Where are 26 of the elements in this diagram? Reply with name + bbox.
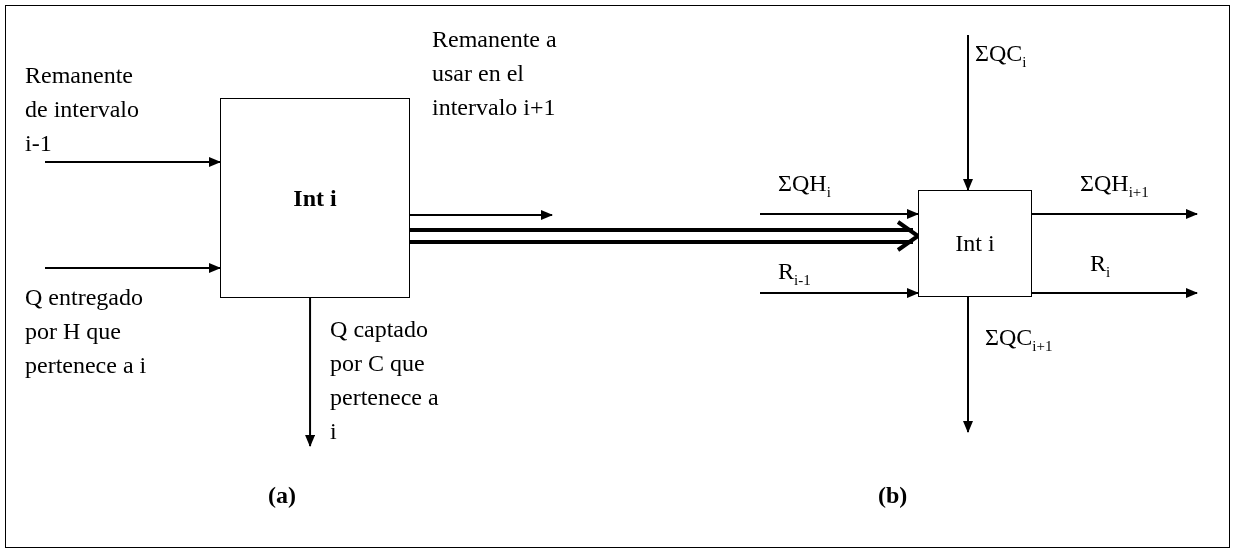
edge-label: Remanente a usar en el intervalo i+1	[432, 25, 558, 122]
edge-label: ΣQC$_{i+1}$	[985, 323, 1054, 354]
panel-label: (a)	[268, 481, 296, 510]
edge-label: Q entregado por H que pertenece a i	[25, 283, 148, 380]
arrow	[1031, 288, 1198, 299]
arrow	[759, 208, 919, 219]
panel-label: (b)	[878, 481, 908, 510]
box-title: Int i	[293, 184, 337, 212]
arrow	[759, 288, 919, 299]
arrow	[305, 297, 316, 447]
edge-label: Remanente de intervalo i-1	[25, 61, 140, 158]
arrow	[963, 34, 973, 191]
edge-label: Q captado por C que pertenece a i	[330, 315, 440, 446]
arrow	[1031, 208, 1198, 219]
arrow	[409, 210, 553, 220]
box-title: Int i	[955, 230, 995, 257]
edge-label: ΣQH$_{i+1}$	[1080, 168, 1150, 200]
process-box	[220, 98, 410, 298]
arrow	[44, 263, 221, 273]
edge-label: ΣQC$_{i}$	[975, 39, 1028, 70]
edge-label: R$_{i-1}$	[778, 257, 812, 289]
edge-label: R$_{i}$	[1090, 249, 1112, 281]
process-box	[918, 190, 1032, 297]
arrow	[44, 157, 221, 167]
arrow	[963, 296, 973, 433]
edge-label: ΣQH$_{i}$	[778, 168, 832, 200]
